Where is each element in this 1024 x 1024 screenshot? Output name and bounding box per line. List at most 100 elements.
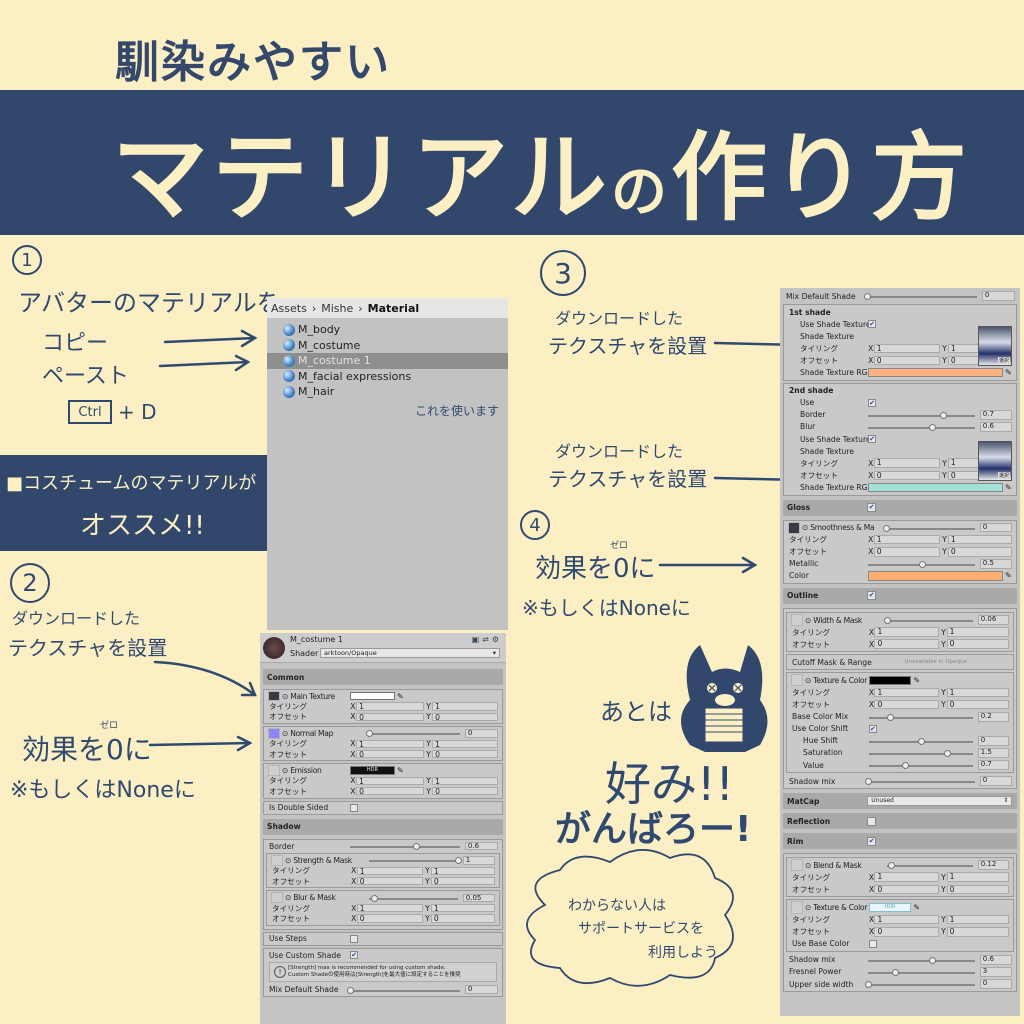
value-field[interactable]: 0 — [979, 776, 1012, 786]
checkbox[interactable]: ✔ — [868, 724, 877, 733]
section-header-reflection[interactable]: Reflection — [783, 813, 1017, 830]
y-field[interactable]: 1 — [946, 872, 1009, 883]
shader-dropdown[interactable]: arktoon/Opaque — [320, 648, 500, 658]
x-field[interactable]: 1 — [874, 687, 939, 698]
y-field[interactable]: 0 — [430, 914, 495, 923]
texture-slot[interactable] — [271, 855, 283, 866]
eyedropper-icon[interactable]: ✎ — [1005, 482, 1012, 492]
value-field[interactable]: 0.7 — [977, 760, 1009, 770]
slider-handle[interactable] — [347, 986, 355, 994]
eyedropper-icon[interactable]: ✎ — [397, 691, 404, 701]
checkbox[interactable] — [868, 939, 877, 948]
slider-handle[interactable] — [865, 981, 873, 989]
section-dropdown[interactable]: Unused — [867, 796, 1013, 807]
section-header-gloss[interactable]: Gloss✔ — [783, 499, 1017, 516]
slider-handle[interactable] — [455, 857, 463, 865]
eyedropper-icon[interactable]: ✎ — [1005, 571, 1012, 581]
slider-handle[interactable] — [886, 713, 894, 721]
y-field[interactable]: 1 — [946, 627, 1009, 637]
section-toggle-checkbox[interactable]: ✔ — [867, 836, 877, 846]
y-field[interactable]: 0 — [432, 712, 498, 721]
eyedropper-icon[interactable]: ✎ — [913, 903, 921, 913]
slider-track[interactable] — [868, 423, 976, 431]
eyedropper-icon[interactable]: ✎ — [913, 675, 921, 685]
y-field[interactable]: 1 — [946, 687, 1009, 698]
texture-slot[interactable] — [268, 691, 280, 702]
x-field[interactable]: 1 — [873, 343, 940, 354]
value-field[interactable]: 0.5 — [979, 558, 1012, 569]
value-field[interactable]: 0.6 — [464, 841, 498, 851]
y-field[interactable]: 0 — [432, 749, 498, 758]
breadcrumb-assets[interactable]: Assets — [271, 301, 307, 315]
eyedropper-icon[interactable]: ✎ — [1005, 368, 1012, 378]
asset-item[interactable]: M_facial expressions — [267, 369, 508, 385]
y-field[interactable]: 1 — [430, 903, 495, 912]
slider-handle[interactable] — [940, 411, 948, 419]
x-field[interactable]: 1 — [356, 903, 423, 912]
x-field[interactable]: 0 — [356, 914, 423, 923]
x-field[interactable]: 1 — [874, 914, 939, 925]
y-field[interactable]: 0 — [430, 877, 495, 886]
x-field[interactable]: 0 — [874, 639, 939, 650]
y-field[interactable]: 1 — [430, 866, 495, 875]
texture-slot[interactable] — [791, 674, 803, 687]
section-header-shadow[interactable]: Shadow — [263, 818, 503, 835]
checkbox[interactable] — [350, 803, 359, 812]
x-field[interactable]: 1 — [356, 776, 424, 785]
y-field[interactable]: 1 — [947, 534, 1012, 545]
y-field[interactable]: 0 — [946, 699, 1009, 710]
slider-track[interactable] — [868, 737, 974, 745]
texture-slot[interactable] — [268, 765, 280, 776]
color-field[interactable] — [868, 571, 1003, 581]
y-field[interactable]: 0 — [946, 884, 1009, 895]
x-field[interactable]: 0 — [356, 787, 424, 796]
color-field[interactable] — [868, 482, 1003, 493]
texture-slot[interactable] — [791, 901, 803, 914]
slider-track[interactable] — [886, 862, 974, 870]
checkbox[interactable] — [350, 934, 359, 943]
shade-texture-thumbnail[interactable]: 選択 — [978, 441, 1012, 482]
y-field[interactable]: 0 — [946, 639, 1009, 650]
x-field[interactable]: 1 — [356, 866, 423, 875]
slider-track[interactable] — [864, 293, 978, 301]
slider-handle[interactable] — [370, 894, 378, 902]
asset-item[interactable]: M_body — [267, 322, 508, 338]
value-field[interactable]: 0 — [979, 979, 1012, 989]
x-field[interactable]: 1 — [873, 458, 940, 469]
book-icon[interactable]: ▣ — [471, 635, 483, 644]
x-field[interactable]: 0 — [873, 546, 940, 557]
x-field[interactable]: 0 — [874, 699, 939, 710]
hdr-color-swatch[interactable]: HDR — [350, 766, 395, 775]
value-field[interactable]: 0 — [981, 291, 1015, 301]
value-field[interactable]: 3 — [979, 967, 1012, 977]
slider-handle[interactable] — [929, 956, 937, 964]
shade-texture-thumbnail[interactable]: 選択 — [978, 326, 1012, 367]
section-header-rim[interactable]: Rim✔ — [783, 833, 1017, 850]
gear-icon[interactable]: ⚙ — [491, 635, 502, 644]
y-field[interactable]: 1 — [432, 739, 498, 748]
section-toggle-checkbox[interactable] — [867, 816, 877, 826]
value-field[interactable]: 0.12 — [977, 860, 1009, 871]
slider-track[interactable] — [883, 617, 974, 625]
slider-track[interactable] — [883, 524, 976, 532]
x-field[interactable]: 0 — [873, 355, 940, 366]
value-field[interactable]: 1 — [462, 856, 495, 865]
checkbox[interactable]: ✔ — [868, 320, 877, 329]
slider-track[interactable] — [369, 857, 463, 865]
value-field[interactable]: 0 — [977, 736, 1009, 746]
slider-track[interactable] — [868, 713, 974, 721]
slider-handle[interactable] — [891, 968, 899, 976]
slider-handle[interactable] — [883, 524, 891, 532]
x-field[interactable]: 0 — [356, 877, 423, 886]
value-field[interactable]: 0 — [979, 522, 1012, 533]
value-field[interactable]: 0.6 — [979, 955, 1012, 965]
slider-track[interactable] — [868, 411, 976, 419]
value-field[interactable]: 0.6 — [979, 422, 1012, 432]
asset-item[interactable]: M_hair — [267, 384, 508, 400]
x-field[interactable]: 0 — [356, 712, 424, 721]
section-toggle-checkbox[interactable]: ✔ — [867, 591, 877, 601]
value-field[interactable]: 0.2 — [977, 711, 1009, 722]
slider-handle[interactable] — [918, 737, 926, 745]
value-field[interactable]: 1.5 — [977, 748, 1009, 758]
slider-track[interactable] — [868, 968, 976, 976]
